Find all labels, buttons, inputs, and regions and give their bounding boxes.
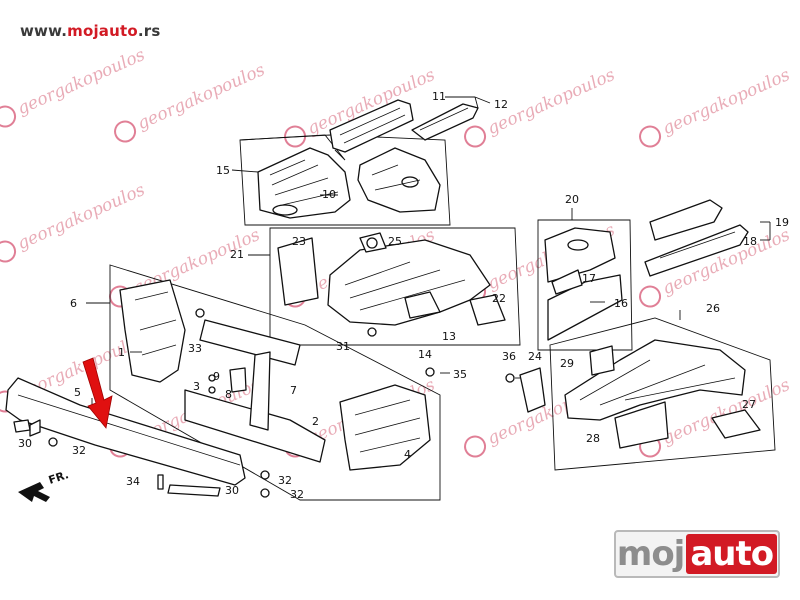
group-frame-26 [549, 317, 776, 471]
callout-2: 2 [312, 415, 319, 428]
highlight-arrow [82, 357, 113, 429]
site-url-brand: mojauto [67, 22, 138, 40]
group-frame-upper-center [239, 134, 451, 226]
callout-5: 5 [74, 386, 81, 399]
part-10-shock-tower [357, 147, 441, 213]
front-label: FR. [47, 468, 70, 487]
callout-13: 13 [442, 330, 456, 343]
part-21-inner-fender [277, 232, 506, 326]
callout-36: 36 [502, 350, 516, 363]
callout-26: 26 [706, 302, 720, 315]
part-5-bumper-beam [5, 377, 246, 486]
site-url-suffix: .rs [137, 22, 161, 40]
callout-32-mid: 32 [278, 474, 292, 487]
part-4-front-side [339, 384, 431, 471]
leader-lines [86, 96, 771, 410]
callout-30-bottom: 30 [225, 484, 239, 497]
callout-10: 10 [322, 188, 336, 201]
site-url[interactable]: www.mojauto.rs [20, 22, 161, 40]
callout-labels: 11 12 15 10 20 19 18 23 25 21 17 22 6 16… [18, 90, 789, 501]
callout-6: 6 [70, 297, 77, 310]
callout-8: 8 [225, 388, 232, 401]
callout-22: 22 [492, 292, 506, 305]
part-26-floor-frame [564, 339, 761, 449]
callout-21: 21 [230, 248, 244, 261]
callout-23: 23 [292, 235, 306, 248]
red-arrow-icon [82, 357, 113, 429]
callout-18: 18 [743, 235, 757, 248]
part-6-radiator-support [119, 279, 326, 463]
group-frame-20 [537, 219, 633, 351]
callout-27: 27 [742, 398, 756, 411]
callout-32-bottom: 32 [290, 488, 304, 501]
part-15-apron [257, 147, 351, 219]
part-18-19-rails [644, 199, 749, 277]
callout-1: 1 [118, 346, 125, 359]
callout-4: 4 [404, 448, 411, 461]
front-direction-arrow: FR. [18, 468, 70, 502]
callout-19: 19 [775, 216, 789, 229]
group-frame-6 [109, 264, 441, 501]
callout-7: 7 [290, 384, 297, 397]
callout-34: 34 [126, 475, 140, 488]
part-24-bracket [519, 367, 546, 413]
part-20-group [544, 227, 623, 341]
callout-15: 15 [216, 164, 230, 177]
callout-24: 24 [528, 350, 542, 363]
callout-3: 3 [193, 380, 200, 393]
logo-text-part1: moj [616, 534, 685, 574]
callout-30-left: 30 [18, 437, 32, 450]
callout-25: 25 [388, 235, 402, 248]
callout-28: 28 [586, 432, 600, 445]
callout-20: 20 [565, 193, 579, 206]
front-arrow-icon [18, 482, 50, 502]
callout-11: 11 [432, 90, 446, 103]
group-frame-21 [269, 227, 521, 346]
part-11-rail [329, 99, 479, 153]
callout-33: 33 [188, 342, 202, 355]
callout-35: 35 [453, 368, 467, 381]
callout-29: 29 [560, 357, 574, 370]
fasteners [13, 237, 515, 498]
logo-text-part2: auto [686, 534, 778, 574]
callout-17: 17 [582, 272, 596, 285]
callout-9: 9 [213, 370, 220, 383]
callout-32-left: 32 [72, 444, 86, 457]
site-url-prefix: www. [20, 22, 68, 40]
callout-31: 31 [336, 340, 350, 353]
callout-16: 16 [614, 297, 628, 310]
callout-14: 14 [418, 348, 432, 361]
callout-12: 12 [494, 98, 508, 111]
